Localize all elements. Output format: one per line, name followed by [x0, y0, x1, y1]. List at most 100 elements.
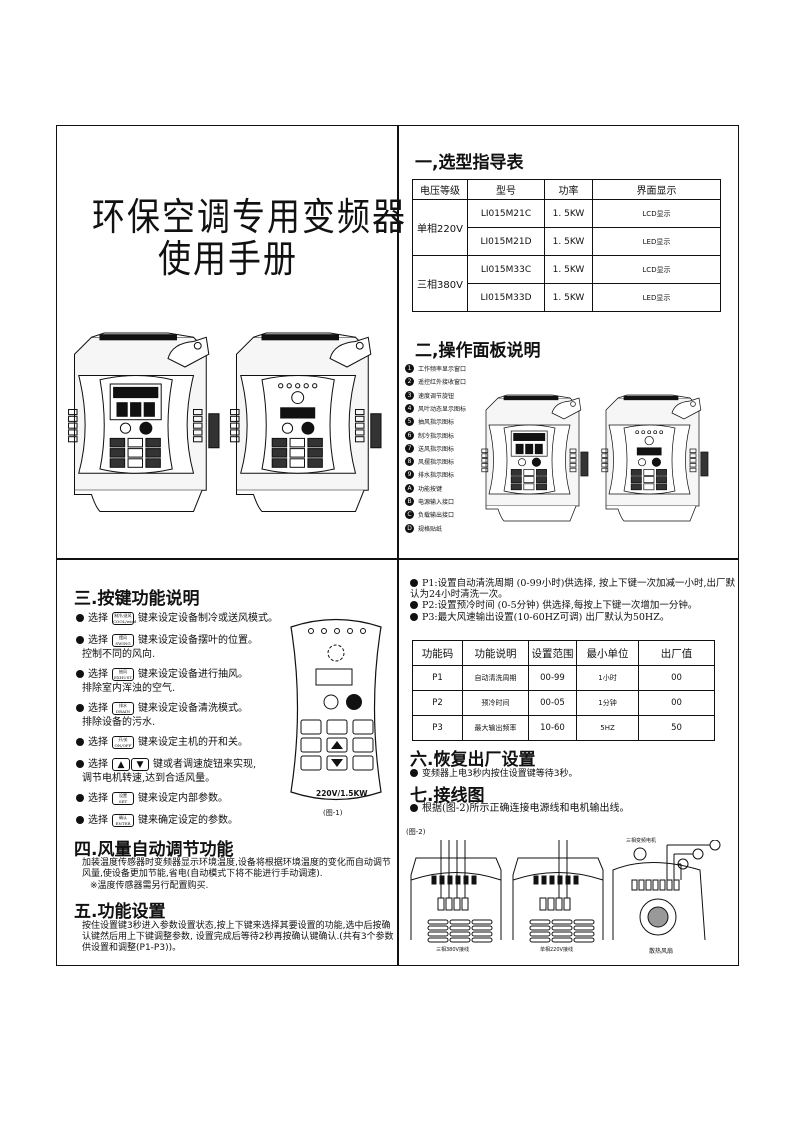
motor-icon — [709, 840, 721, 851]
keypad-outline — [290, 618, 382, 801]
terminal — [445, 897, 453, 911]
function-key — [307, 437, 323, 448]
function-key — [643, 469, 655, 476]
vent-slot — [529, 931, 551, 937]
key-label-en: DRAIN — [115, 709, 131, 714]
function-key — [271, 448, 288, 458]
key-label-cn: 排水 — [119, 703, 127, 708]
vent-slot — [449, 937, 471, 943]
text: 选择 — [88, 635, 108, 646]
number-badge: 6 — [405, 430, 414, 440]
diagram-caption: 单相220V接线 — [540, 947, 573, 953]
terminal — [439, 875, 445, 885]
terminal — [601, 467, 609, 473]
bullet-icon — [410, 613, 418, 621]
cell: LCD显示 — [592, 199, 721, 228]
panel-illustration — [481, 394, 709, 522]
terminal — [354, 429, 365, 436]
legend-text: 遥控红外接收窗口 — [418, 379, 467, 387]
text: 键来设定设备进行抽风。 — [138, 669, 248, 680]
keypad-figure — [290, 618, 382, 801]
diagram-caption: 散热风扇 — [649, 948, 674, 955]
text: 变频器上电3秒内按住设置键等待3秒。 — [422, 769, 578, 779]
indicator-led — [286, 383, 292, 389]
motor-icon — [633, 847, 647, 861]
number-badge: 3 — [405, 390, 414, 400]
led-display — [636, 447, 662, 456]
function-key — [630, 469, 642, 476]
cell: P3 — [412, 715, 463, 741]
vent-slot — [529, 937, 551, 943]
key-description: 选择▲▼键或者调速旋钮来实现,调节电机转速,达到合适风量。 — [76, 758, 256, 786]
fan-guard — [639, 898, 677, 936]
text: 根据(图-2)所示正确连接电源线和电机输出线。 — [422, 803, 630, 814]
key-label-cn: 设置 — [119, 793, 127, 798]
indicator-led — [295, 383, 301, 389]
vent-slot — [471, 925, 493, 931]
text: 调节电机转速,达到合适风量。 — [82, 773, 216, 784]
terminal — [481, 458, 489, 463]
indicator-led — [659, 430, 664, 435]
vent-slot — [573, 925, 595, 931]
text: P2:设置预冷时间 (0-5分钟) 供选择,每按上下键一次增加一分钟。 — [422, 600, 698, 611]
ir-receiver — [323, 694, 339, 710]
text: 排除室内浑浊的空气. — [82, 683, 176, 694]
bullet-icon — [410, 804, 418, 812]
text: 选择 — [88, 815, 108, 826]
terminal — [230, 422, 240, 429]
spec-label — [370, 413, 382, 449]
cell: 三相380V — [412, 255, 468, 312]
down-arrow-icon — [331, 759, 343, 767]
function-key — [145, 437, 161, 448]
terminal — [689, 467, 697, 473]
function-setting-text: 按住设置键3秒进入参数设置状态,按上下键来选择其要设置的功能,选中后按确认键然后… — [82, 921, 394, 953]
speed-knob-icon — [651, 457, 661, 467]
terminal — [645, 879, 652, 891]
cell: LED显示 — [592, 283, 721, 312]
function-key — [271, 458, 288, 468]
terminal — [569, 463, 577, 468]
auto-adjust-text: 加装温度传感器时变频器显示环境温度,设备将根据环境温度的变化而自动调节风量,使设… — [82, 858, 391, 879]
lcd-icons — [513, 433, 546, 441]
text: 选择 — [88, 669, 108, 680]
speed-knob-icon — [346, 694, 362, 710]
terminal — [68, 429, 78, 436]
vent — [261, 334, 340, 341]
terminal — [689, 463, 697, 468]
function-key — [656, 483, 667, 491]
vent-slot — [471, 937, 493, 943]
function-key — [352, 755, 374, 771]
terminal — [453, 897, 461, 911]
device-outline — [671, 397, 702, 420]
cell: 10-60 — [528, 715, 577, 741]
cover-subtitle: 使用手册 — [158, 236, 298, 282]
motor-icon — [692, 848, 704, 860]
cover-title: 环保空调专用变频器 — [92, 194, 407, 240]
cell: LI015M33C — [467, 255, 545, 284]
indicator-led — [312, 383, 318, 389]
vent-slot — [427, 937, 449, 943]
panel-rating: 220V/1.5KW — [316, 789, 368, 798]
factory-reset-text: 变频器上电3秒内按住设置键等待3秒。 — [410, 767, 577, 781]
terminal-board — [512, 840, 604, 943]
terminal — [68, 408, 78, 416]
cell: 1. 5KW — [544, 255, 593, 284]
bullet-icon — [410, 579, 418, 587]
text: 选择 — [88, 793, 108, 804]
number-badge: D — [405, 523, 414, 533]
terminal — [549, 875, 555, 885]
terminal — [601, 453, 609, 458]
header-cell: 最小单位 — [576, 640, 639, 666]
led-display — [280, 407, 316, 419]
legend-text: 送风指示图标 — [418, 445, 455, 453]
function-key — [127, 437, 144, 448]
terminal — [601, 458, 609, 463]
function-key — [523, 476, 535, 483]
function-key — [510, 469, 522, 476]
